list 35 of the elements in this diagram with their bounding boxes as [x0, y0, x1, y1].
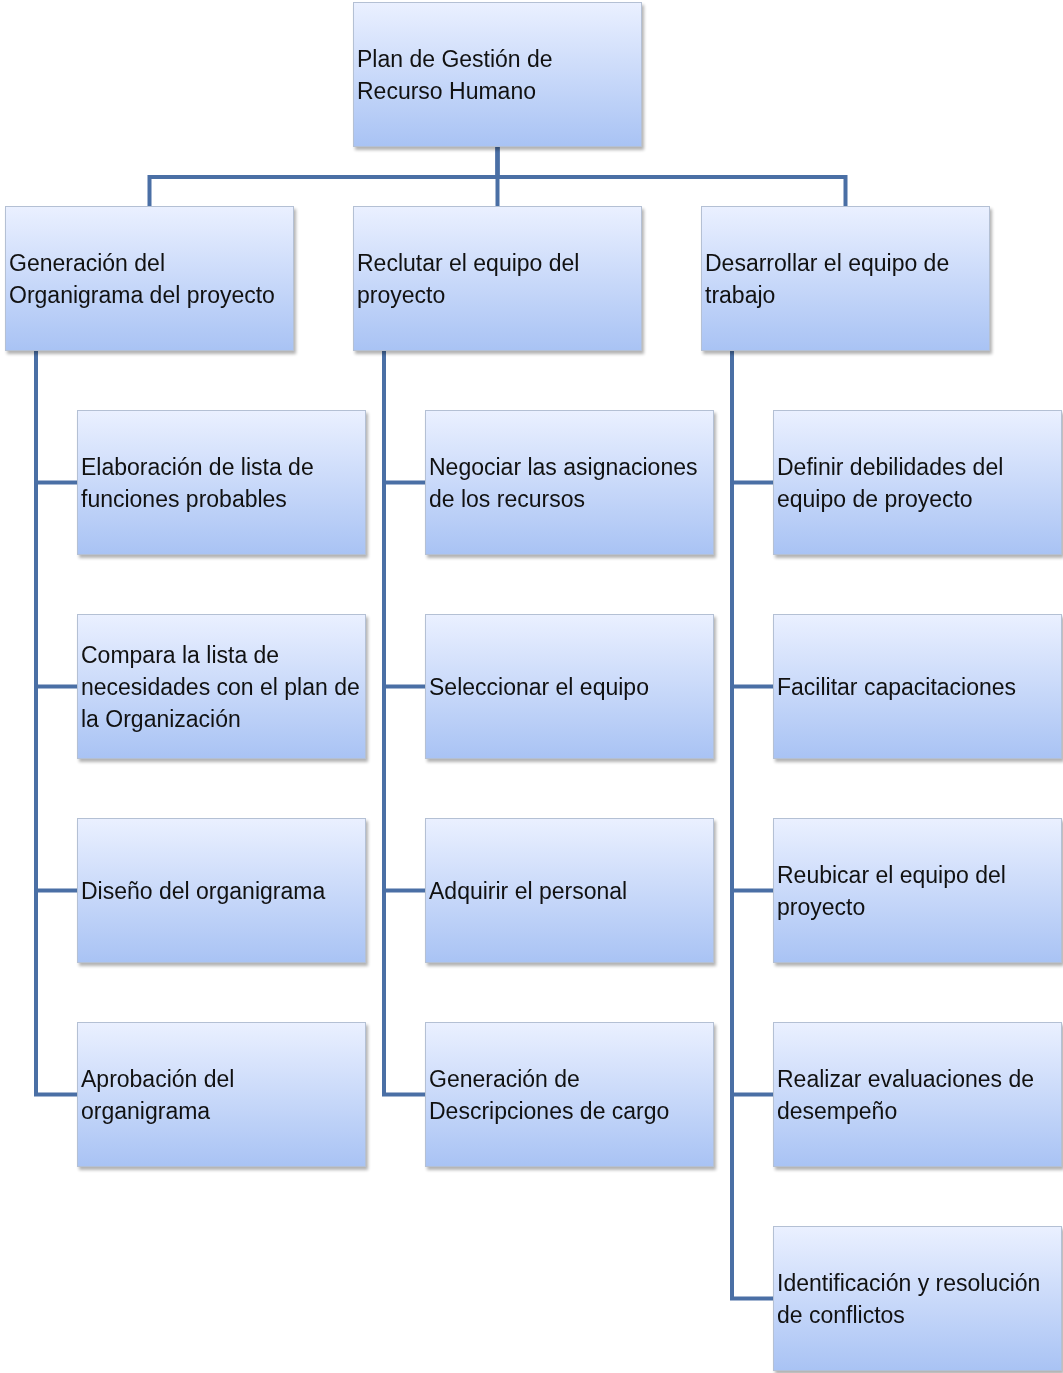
box-label: Seleccionar el equipo	[429, 672, 649, 702]
box-label: Reubicar el equipo del proyecto	[777, 860, 1007, 922]
box-label: Compara la lista de necesidades con el plan de la Organización	[81, 640, 361, 734]
process-box	[773, 410, 1062, 555]
process-box	[773, 818, 1062, 963]
box-label: Realizar evaluaciones de desempeño	[777, 1064, 1035, 1126]
box-label: Definir debilidades del equipo de proyecto	[777, 452, 1005, 514]
process-box	[773, 614, 1062, 759]
process-box	[701, 206, 990, 351]
process-box	[353, 2, 642, 147]
box-label: Facilitar capacitaciones	[777, 672, 1017, 702]
box-label: Desarrollar el equipo de trabajo	[705, 248, 951, 310]
process-box	[77, 818, 366, 963]
box-label: Reclutar el equipo del proyecto	[357, 248, 581, 310]
process-box	[77, 614, 366, 759]
process-box	[77, 410, 366, 555]
process-box	[773, 1022, 1062, 1167]
connector-line	[495, 147, 848, 206]
box-label: Negociar las asignaciones de los recursos	[429, 452, 699, 514]
process-box	[425, 1022, 714, 1167]
process-box	[425, 614, 714, 759]
process-box	[425, 410, 714, 555]
box-label: Plan de Gestión de Recurso Humano	[357, 44, 554, 106]
box-label: Generación de Descripciones de cargo	[429, 1064, 671, 1126]
process-box	[353, 206, 642, 351]
process-box	[773, 1226, 1062, 1371]
box-label: Adquirir el personal	[429, 876, 628, 906]
process-box	[77, 1022, 366, 1167]
box-label: Diseño del organigrama	[81, 876, 326, 906]
box-label: Generación del Organigrama del proyecto	[9, 248, 276, 310]
process-box	[425, 818, 714, 963]
process-box	[5, 206, 294, 351]
box-label: Aprobación del organigrama	[81, 1064, 236, 1126]
box-label: Identificación y resolución de conflictos	[777, 1268, 1042, 1330]
box-label: Elaboración de lista de funciones probables	[81, 452, 315, 514]
